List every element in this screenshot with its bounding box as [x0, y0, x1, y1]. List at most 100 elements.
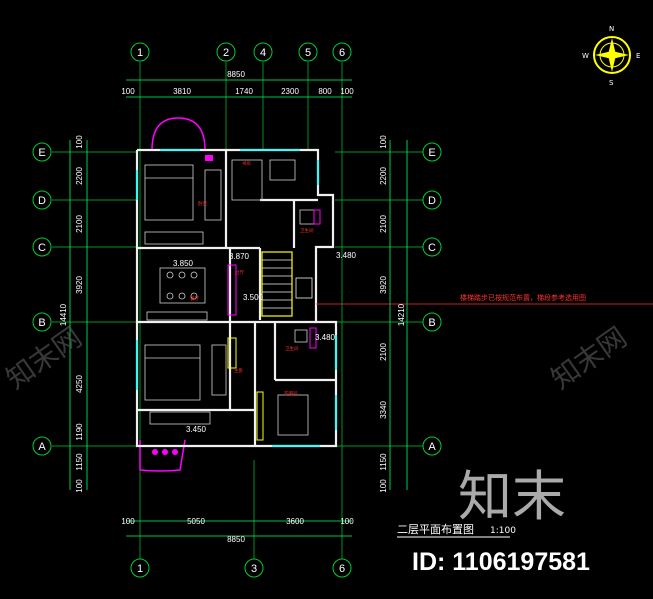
svg-text:主卧: 主卧	[234, 367, 243, 374]
axis-bubble-left-A: A	[32, 436, 52, 456]
svg-text:5: 5	[305, 47, 311, 59]
drawing-title: 二层平面布置图	[397, 523, 474, 536]
axis-bubble-bottom-1: 1	[130, 558, 150, 578]
svg-text:衣帽间: 衣帽间	[284, 390, 298, 397]
axis-bubble-bottom-6: 6	[332, 558, 352, 578]
dim-bottom-2: 3600	[286, 517, 304, 526]
compass-e: E	[636, 52, 640, 60]
axis-bubble-bottom-3: 3	[244, 558, 264, 578]
svg-text:D: D	[38, 195, 46, 207]
svg-text:E: E	[38, 147, 45, 159]
north-balcony	[151, 117, 206, 151]
axis-bubble-top-1: 1	[130, 42, 150, 62]
svg-text:1: 1	[137, 563, 143, 575]
dim-top-3: 2300	[281, 87, 299, 96]
drawing-scale: 1:100	[490, 526, 516, 536]
dim-left-7: 100	[75, 479, 84, 493]
dim-right-total: 14210	[397, 303, 406, 326]
id-label: ID: 1106197581	[412, 548, 590, 576]
dim-bottom-0: 100	[121, 517, 135, 526]
svg-text:卫生间: 卫生间	[300, 227, 314, 234]
compass-icon: N S W E	[582, 25, 640, 87]
room-labels: 卧室 书房 卫生间 过厅 餐厅 主卧 卫生间 衣帽间	[190, 160, 314, 397]
dim-right-3: 3920	[379, 276, 388, 294]
dim-left-0: 100	[75, 135, 84, 149]
svg-text:3: 3	[251, 563, 257, 575]
axis-bubble-top-2: 2	[216, 42, 236, 62]
level-mark-5: 3.450	[186, 425, 207, 434]
watermark-right: 知末网	[545, 321, 633, 396]
dim-right-6: 1150	[379, 453, 388, 471]
dim-right-4: 2100	[379, 343, 388, 361]
svg-text:A: A	[428, 441, 436, 453]
windows	[136, 149, 337, 447]
dim-right-5: 3340	[379, 401, 388, 419]
watermark-large: 知末	[458, 465, 566, 528]
dim-left-2: 2100	[75, 215, 84, 233]
axis-bubble-right-C: C	[422, 237, 442, 257]
dim-right-7: 100	[379, 479, 388, 493]
svg-text:书房: 书房	[242, 160, 251, 167]
axis-bubble-right-B: B	[422, 312, 442, 332]
axis-bubble-right-A: A	[422, 436, 442, 456]
dim-left-1: 2200	[75, 167, 84, 185]
svg-text:C: C	[38, 242, 46, 254]
dim-top-0: 100	[121, 87, 135, 96]
svg-text:B: B	[428, 317, 435, 329]
svg-text:C: C	[428, 242, 436, 254]
svg-text:6: 6	[339, 47, 345, 59]
level-mark-0: 3.850	[173, 259, 194, 268]
svg-text:2: 2	[223, 47, 229, 59]
svg-text:D: D	[428, 195, 436, 207]
dim-bottom-3: 100	[340, 517, 354, 526]
dim-top-2: 1740	[235, 87, 253, 96]
svg-text:A: A	[38, 441, 46, 453]
level-mark-3: 3.480	[336, 251, 357, 260]
svg-text:6: 6	[339, 563, 345, 575]
dim-left-total: 14410	[59, 303, 68, 326]
dimension-lines	[69, 79, 408, 537]
dim-bottom-1: 5050	[187, 517, 205, 526]
dim-left-6: 1150	[75, 453, 84, 471]
dim-top-total: 8850	[227, 70, 245, 79]
axis-bubble-left-C: C	[32, 237, 52, 257]
svg-text:B: B	[38, 317, 45, 329]
compass-n: N	[609, 25, 614, 33]
axis-bubble-top-6: 6	[332, 42, 352, 62]
dim-top-5: 100	[340, 87, 354, 96]
dim-right-1: 2200	[379, 167, 388, 185]
svg-text:1: 1	[137, 47, 143, 59]
svg-text:卧室: 卧室	[198, 200, 207, 207]
level-mark-2: 3.500	[243, 293, 264, 302]
axis-bubble-left-E: E	[32, 142, 52, 162]
dim-bottom-total: 8850	[227, 535, 245, 544]
furniture	[144, 159, 315, 436]
dim-right-0: 100	[379, 135, 388, 149]
stair-note: 楼梯踏步已按规范布置，梯段参考选用图	[460, 293, 586, 302]
south-balcony	[139, 439, 186, 472]
staircase	[261, 251, 313, 317]
svg-text:卫生间: 卫生间	[285, 345, 299, 352]
axis-bubble-top-5: 5	[298, 42, 318, 62]
axis-bubble-left-B: B	[32, 312, 52, 332]
axis-bubble-left-D: D	[32, 190, 52, 210]
svg-text:4: 4	[260, 47, 266, 59]
svg-text:过厅: 过厅	[235, 269, 244, 276]
dim-left-4: 4250	[75, 375, 84, 393]
accent-marks	[205, 155, 321, 441]
dim-right-2: 2100	[379, 215, 388, 233]
dim-left-3: 3920	[75, 276, 84, 294]
svg-text:E: E	[428, 147, 435, 159]
axis-bubble-right-D: D	[422, 190, 442, 210]
compass-w: W	[582, 52, 589, 60]
level-mark-1: 3.870	[229, 252, 250, 261]
compass-s: S	[609, 79, 614, 87]
axis-bubble-right-E: E	[422, 142, 442, 162]
axis-bubble-top-4: 4	[253, 42, 273, 62]
axis-grid	[52, 62, 425, 560]
dim-top-1: 3810	[173, 87, 191, 96]
dim-top-4: 800	[318, 87, 332, 96]
svg-text:餐厅: 餐厅	[190, 295, 199, 302]
level-mark-4: 3.480	[315, 333, 336, 342]
